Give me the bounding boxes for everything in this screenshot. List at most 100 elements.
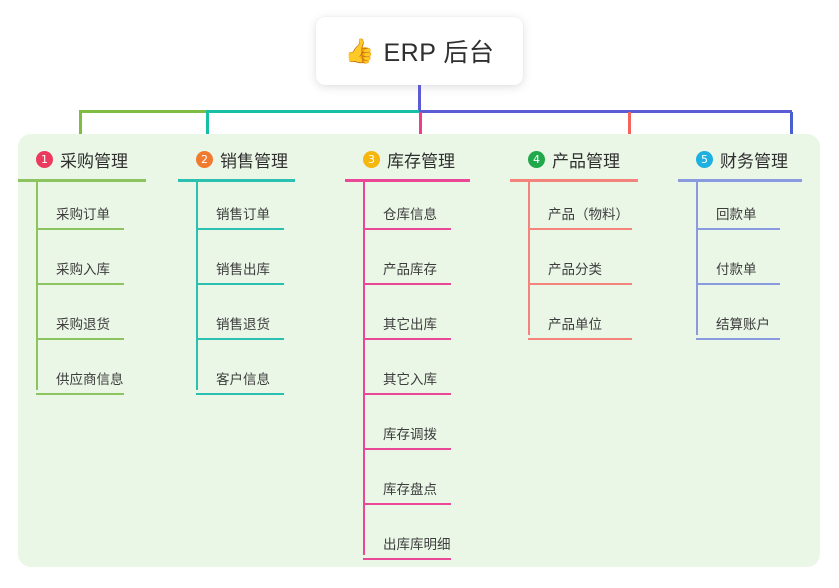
leaf-item-label: 库存盘点	[383, 482, 437, 497]
mindmap-panel: 1 采购管理采购订单采购入库采购退货供应商信息 2 销售管理销售订单销售出库销售退货客…	[18, 134, 820, 567]
column-2: 2 销售管理	[178, 144, 295, 182]
drop-col-4	[628, 112, 631, 141]
leaf-item-label: 付款单	[716, 262, 757, 277]
leaf-item-rule	[528, 338, 632, 340]
leaf-item-rule	[36, 228, 124, 230]
leaf-item-label: 产品单位	[548, 317, 602, 332]
leaf-item-rule	[363, 558, 451, 560]
leaf-item[interactable]: 出库库明细	[363, 533, 451, 560]
column-header-5[interactable]: 5 财务管理	[678, 144, 802, 174]
drop-col-1	[79, 112, 82, 141]
column-header-3[interactable]: 3 库存管理	[345, 144, 470, 174]
leaf-item-label: 供应商信息	[56, 372, 124, 387]
drop-col-2	[206, 112, 209, 141]
leaf-item[interactable]: 销售退货	[196, 313, 284, 340]
leaf-item[interactable]: 客户信息	[196, 368, 284, 395]
leaf-item-rule	[363, 393, 451, 395]
leaf-item-label: 采购入库	[56, 262, 110, 277]
column-title-5: 财务管理	[720, 151, 788, 171]
column-badge-icon-5: 5	[696, 150, 713, 168]
column-header-2[interactable]: 2 销售管理	[178, 144, 295, 174]
column-rule-3	[345, 179, 470, 182]
leaf-item-label: 回款单	[716, 207, 757, 222]
leaf-item[interactable]: 产品单位	[528, 313, 632, 340]
column-spine-4	[528, 182, 530, 335]
leaf-item[interactable]: 库存调拨	[363, 423, 451, 450]
column-spine-3	[363, 182, 365, 555]
leaf-item-label: 仓库信息	[383, 207, 437, 222]
leaf-item[interactable]: 产品（物料）	[528, 203, 632, 230]
column-header-1[interactable]: 1 采购管理	[18, 144, 146, 174]
column-badge-icon-3: 3	[363, 150, 380, 168]
leaf-item[interactable]: 产品库存	[363, 258, 451, 285]
leaf-item-label: 销售订单	[216, 207, 270, 222]
column-4: 4 产品管理	[510, 144, 638, 182]
column-title-3: 库存管理	[387, 151, 455, 171]
column-rule-4	[510, 179, 638, 182]
bus-segment-green	[79, 110, 206, 113]
leaf-item-label: 采购订单	[56, 207, 110, 222]
leaf-item[interactable]: 付款单	[696, 258, 780, 285]
leaf-item-rule	[196, 338, 284, 340]
bus-segment-teal	[206, 110, 419, 113]
column-1: 1 采购管理	[18, 144, 146, 182]
leaf-item[interactable]: 采购入库	[36, 258, 124, 285]
leaf-item[interactable]: 产品分类	[528, 258, 632, 285]
leaf-item-rule	[696, 283, 780, 285]
leaf-item[interactable]: 供应商信息	[36, 368, 124, 395]
leaf-item[interactable]: 库存盘点	[363, 478, 451, 505]
thumbs-up-icon: 👍	[344, 37, 375, 65]
leaf-item-rule	[196, 393, 284, 395]
leaf-item[interactable]: 销售出库	[196, 258, 284, 285]
leaf-item-rule	[36, 338, 124, 340]
column-5: 5 财务管理	[678, 144, 802, 182]
trunk-connector	[418, 85, 421, 112]
drop-col-3	[419, 112, 422, 141]
column-3: 3 库存管理	[345, 144, 470, 182]
column-rule-1	[18, 179, 146, 182]
leaf-item-rule	[363, 283, 451, 285]
column-title-4: 产品管理	[552, 151, 620, 171]
column-rule-5	[678, 179, 802, 182]
leaf-item[interactable]: 其它出库	[363, 313, 451, 340]
leaf-item-rule	[363, 228, 451, 230]
leaf-item[interactable]: 其它入库	[363, 368, 451, 395]
leaf-item[interactable]: 结算账户	[696, 313, 780, 340]
root-node-title: ERP 后台	[383, 39, 495, 67]
leaf-item[interactable]: 仓库信息	[363, 203, 451, 230]
column-title-2: 销售管理	[220, 151, 288, 171]
root-node-content: 👍 ERP 后台	[345, 33, 495, 69]
leaf-item-label: 产品库存	[383, 262, 437, 277]
column-badge-icon-2: 2	[196, 150, 213, 168]
leaf-item-rule	[196, 228, 284, 230]
column-header-4[interactable]: 4 产品管理	[510, 144, 638, 174]
leaf-item-rule	[196, 283, 284, 285]
leaf-item-label: 客户信息	[216, 372, 270, 387]
column-rule-2	[178, 179, 295, 182]
leaf-item-rule	[363, 503, 451, 505]
leaf-item-rule	[363, 448, 451, 450]
column-badge-icon-1: 1	[36, 150, 53, 168]
column-badge-icon-4: 4	[528, 150, 545, 168]
leaf-item[interactable]: 回款单	[696, 203, 780, 230]
leaf-item-rule	[696, 228, 780, 230]
leaf-item-label: 其它出库	[383, 317, 437, 332]
leaf-item-rule	[528, 228, 632, 230]
leaf-item-label: 其它入库	[383, 372, 437, 387]
leaf-item-rule	[528, 283, 632, 285]
leaf-item[interactable]: 销售订单	[196, 203, 284, 230]
leaf-item-rule	[36, 393, 124, 395]
column-title-1: 采购管理	[60, 151, 128, 171]
leaf-item-label: 销售退货	[216, 317, 270, 332]
leaf-item-rule	[363, 338, 451, 340]
leaf-item-label: 库存调拨	[383, 427, 437, 442]
leaf-item[interactable]: 采购退货	[36, 313, 124, 340]
column-spine-1	[36, 182, 38, 390]
root-node-card[interactable]: 👍 ERP 后台	[316, 17, 523, 85]
leaf-item-label: 结算账户	[716, 317, 770, 332]
column-spine-2	[196, 182, 198, 390]
leaf-item[interactable]: 采购订单	[36, 203, 124, 230]
bus-segment-violet	[419, 110, 792, 113]
leaf-item-label: 采购退货	[56, 317, 110, 332]
leaf-item-label: 销售出库	[216, 262, 270, 277]
